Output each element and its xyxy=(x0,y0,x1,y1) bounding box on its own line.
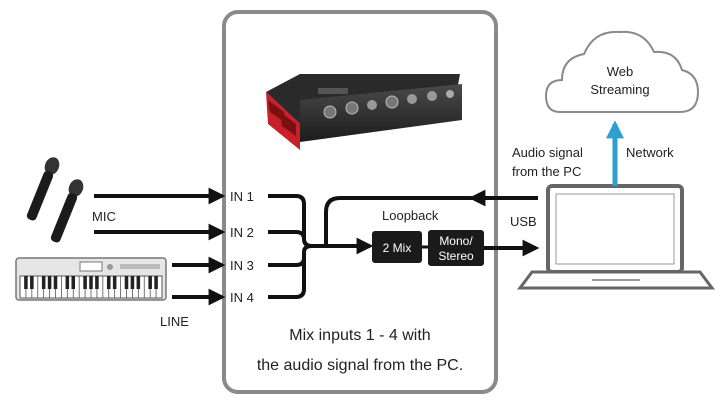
merge-lines xyxy=(268,194,313,299)
microphone-icon xyxy=(26,157,84,243)
audio-signal-label-line1: Audio signal xyxy=(512,145,583,160)
cloud-label-line2: Streaming xyxy=(590,82,649,97)
input-label-in3: IN 3 xyxy=(230,258,254,273)
input-label-in2: IN 2 xyxy=(230,225,254,240)
mono-stereo-label-line2: Stereo xyxy=(438,249,474,263)
caption-line1: Mix inputs 1 - 4 with xyxy=(289,327,430,344)
mix-block-label: 2 Mix xyxy=(383,241,412,255)
keyboard-icon xyxy=(15,257,167,301)
caption-line2: the audio signal from the PC. xyxy=(257,357,463,374)
mono-stereo-block xyxy=(428,230,484,266)
mic-label: MIC xyxy=(92,209,116,224)
usb-label: USB xyxy=(510,214,537,229)
line-label: LINE xyxy=(160,314,189,329)
mono-stereo-label-line1: Mono/ xyxy=(439,234,473,248)
audio-interface-icon xyxy=(266,74,462,150)
input-label-in1: IN 1 xyxy=(230,189,254,204)
cloud-label-line1: Web xyxy=(607,64,634,79)
input-label-in4: IN 4 xyxy=(230,290,254,305)
loopback-label: Loopback xyxy=(382,208,439,223)
audio-signal-label-line2: from the PC xyxy=(512,164,581,179)
mix-block xyxy=(372,231,422,263)
loopback-line xyxy=(324,196,538,246)
network-label: Network xyxy=(626,145,674,160)
cloud-icon xyxy=(544,30,700,113)
laptop-icon xyxy=(517,184,715,290)
